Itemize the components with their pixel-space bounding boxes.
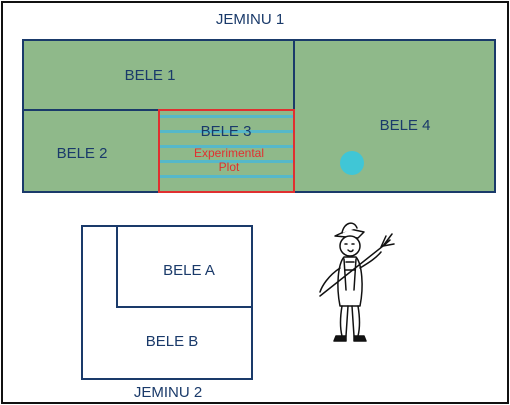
experimental-plot-label-line2: Plot (219, 160, 240, 174)
experimental-stripes (160, 115, 293, 178)
experimental-plot-border (158, 109, 295, 193)
stripe (160, 115, 293, 118)
bele-1-label: BELE 1 (125, 67, 176, 84)
bele-3-label: BELE 3 (201, 123, 252, 140)
stripe (160, 175, 293, 178)
location-marker (340, 151, 364, 175)
experimental-plot-label-line1: Experimental (194, 146, 264, 160)
bele-a-parcel (116, 225, 253, 308)
jeminu-1-title: JEMINU 1 (216, 11, 284, 28)
bele-a-label: BELE A (163, 262, 215, 279)
bele-b-label: BELE B (146, 333, 199, 350)
bele-2-label: BELE 2 (57, 145, 108, 162)
jeminu-2-title: JEMINU 2 (134, 384, 202, 401)
stripe (160, 160, 293, 163)
bele-4-label: BELE 4 (380, 117, 431, 134)
farmer-with-pitchfork-icon (319, 222, 395, 342)
stripe (160, 145, 293, 148)
stripe (160, 130, 293, 133)
